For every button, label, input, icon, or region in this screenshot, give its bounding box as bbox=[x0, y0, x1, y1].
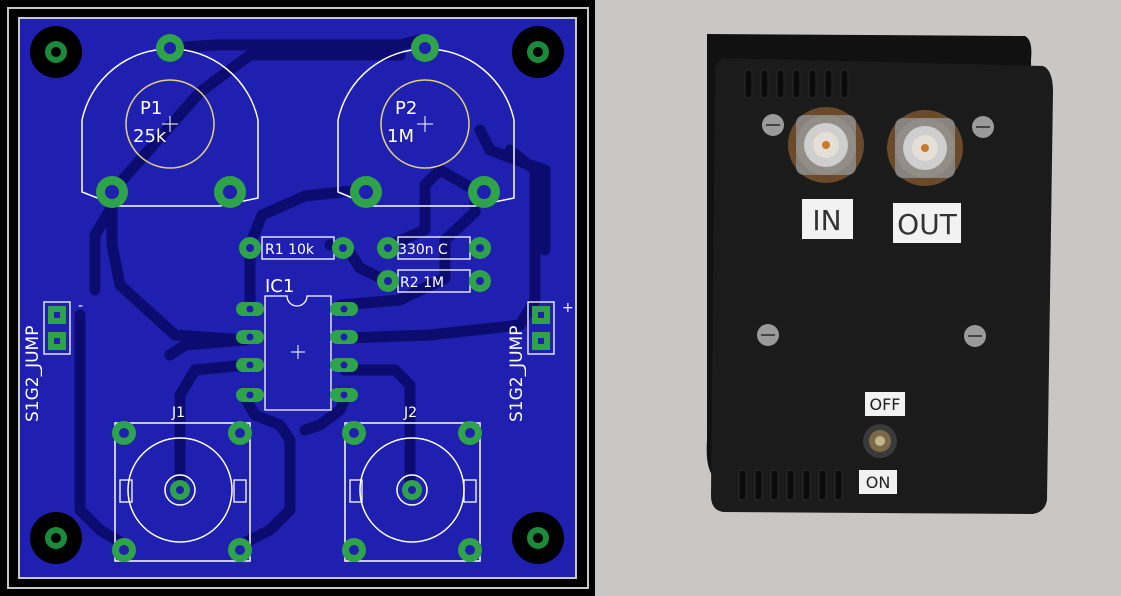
copper-traces bbox=[74, 34, 551, 551]
power-toggle-switch bbox=[863, 424, 897, 458]
screws bbox=[757, 114, 994, 347]
r2-footprint bbox=[377, 269, 491, 293]
c-footprint bbox=[377, 236, 491, 260]
on-label-plate bbox=[859, 470, 897, 494]
pot-pads bbox=[96, 34, 500, 208]
pot1-name: P1 bbox=[140, 98, 162, 119]
pot2-knob-circle bbox=[380, 79, 470, 169]
off-label: OFF bbox=[870, 395, 901, 414]
ic1-footprint bbox=[236, 295, 358, 411]
jumper-right-polarity: + bbox=[562, 300, 574, 316]
out-label: OUT bbox=[897, 208, 958, 241]
jumper-right-label: S1G2_JUMP bbox=[507, 326, 527, 422]
bnc-in-connector bbox=[788, 107, 864, 183]
c-label: 330n C bbox=[398, 242, 448, 258]
pcb-layout: P1 25k P2 1M R1 10k 330n C R2 1M IC1 J1 … bbox=[7, 7, 589, 589]
off-label-plate bbox=[865, 392, 905, 416]
jumper-right bbox=[527, 301, 555, 355]
pot1-knob-circle bbox=[125, 79, 215, 169]
ic1-label: IC1 bbox=[265, 276, 294, 297]
pot2-value: 1M bbox=[387, 126, 414, 147]
j2-label: J2 bbox=[403, 405, 417, 421]
board-frame bbox=[7, 7, 589, 589]
r2-label: R2 1M bbox=[400, 275, 444, 291]
jumper-left-label: S1G2_JUMP bbox=[23, 326, 43, 422]
pot2-name: P2 bbox=[395, 98, 417, 119]
pot1-value: 25k bbox=[133, 126, 167, 147]
device-photo: IN OUT OFF ON bbox=[595, 0, 1121, 596]
j2-footprint bbox=[342, 421, 482, 562]
vent-slots-top bbox=[744, 69, 849, 99]
r1-footprint bbox=[239, 236, 354, 260]
mounting-holes bbox=[30, 26, 564, 564]
jumper-left-polarity: - bbox=[78, 298, 83, 314]
on-label: ON bbox=[866, 473, 891, 492]
board-outline bbox=[18, 17, 577, 579]
in-label-plate bbox=[802, 199, 853, 239]
j1-label: J1 bbox=[171, 405, 185, 421]
j1-footprint bbox=[112, 421, 252, 562]
r1-label: R1 10k bbox=[265, 242, 315, 258]
in-label: IN bbox=[812, 204, 841, 237]
out-label-plate bbox=[893, 203, 961, 243]
vent-slots-bottom bbox=[738, 469, 843, 501]
center-crosses bbox=[162, 116, 433, 132]
bnc-out-connector bbox=[887, 110, 963, 186]
enclosure-front bbox=[711, 58, 1053, 514]
jumper-left bbox=[43, 301, 71, 355]
